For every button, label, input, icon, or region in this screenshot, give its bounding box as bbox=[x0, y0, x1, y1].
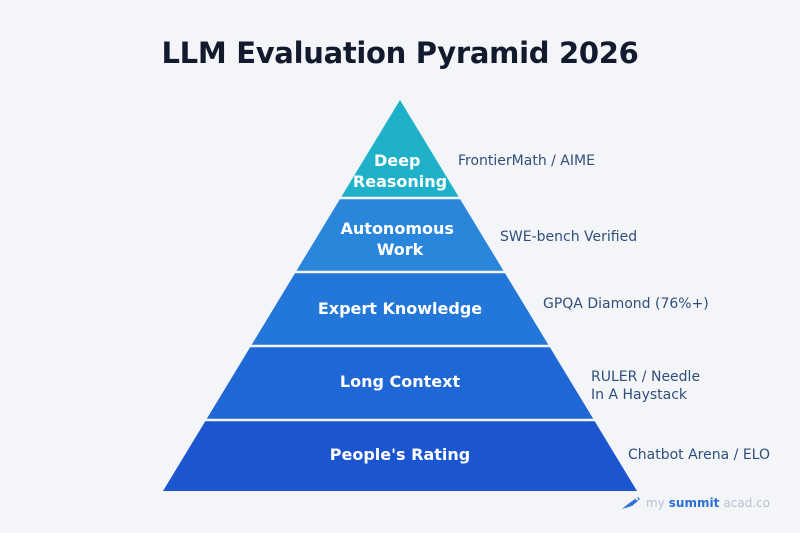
pyramid-tier-deep-reasoning bbox=[341, 100, 459, 197]
tier-label-long-context: Long Context bbox=[340, 372, 461, 391]
tier-label-expert-knowledge: Expert Knowledge bbox=[318, 299, 482, 318]
watermark-brand: summit bbox=[668, 496, 720, 510]
benchmark-label-expert-knowledge: GPQA Diamond (76%+) bbox=[543, 296, 709, 312]
benchmark-label-deep-reasoning: FrontierMath / AIME bbox=[458, 153, 595, 169]
benchmark-label-autonomous-work: SWE-bench Verified bbox=[500, 229, 638, 245]
tier-label-autonomous-work: Autonomous Work bbox=[341, 219, 460, 259]
pyramid-tier-autonomous-work bbox=[296, 199, 504, 271]
benchmark-label-long-context: RULER / Needle In A Haystack bbox=[591, 369, 701, 403]
pyramid-tier-long-context bbox=[206, 347, 594, 419]
watermark-suffix: acad.co bbox=[723, 496, 770, 510]
tier-label-deep-reasoning: Deep Reasoning bbox=[353, 151, 447, 191]
pyramid-tier-expert-knowledge bbox=[251, 273, 549, 345]
pyramid-tier-peoples-rating bbox=[163, 421, 637, 491]
page-title: LLM Evaluation Pyramid 2026 bbox=[161, 36, 639, 70]
watermark-prefix: my bbox=[645, 496, 665, 510]
rocket-icon bbox=[621, 497, 640, 509]
tier-label-peoples-rating: People's Rating bbox=[330, 445, 470, 464]
benchmark-label-peoples-rating: Chatbot Arena / ELO bbox=[628, 447, 770, 463]
